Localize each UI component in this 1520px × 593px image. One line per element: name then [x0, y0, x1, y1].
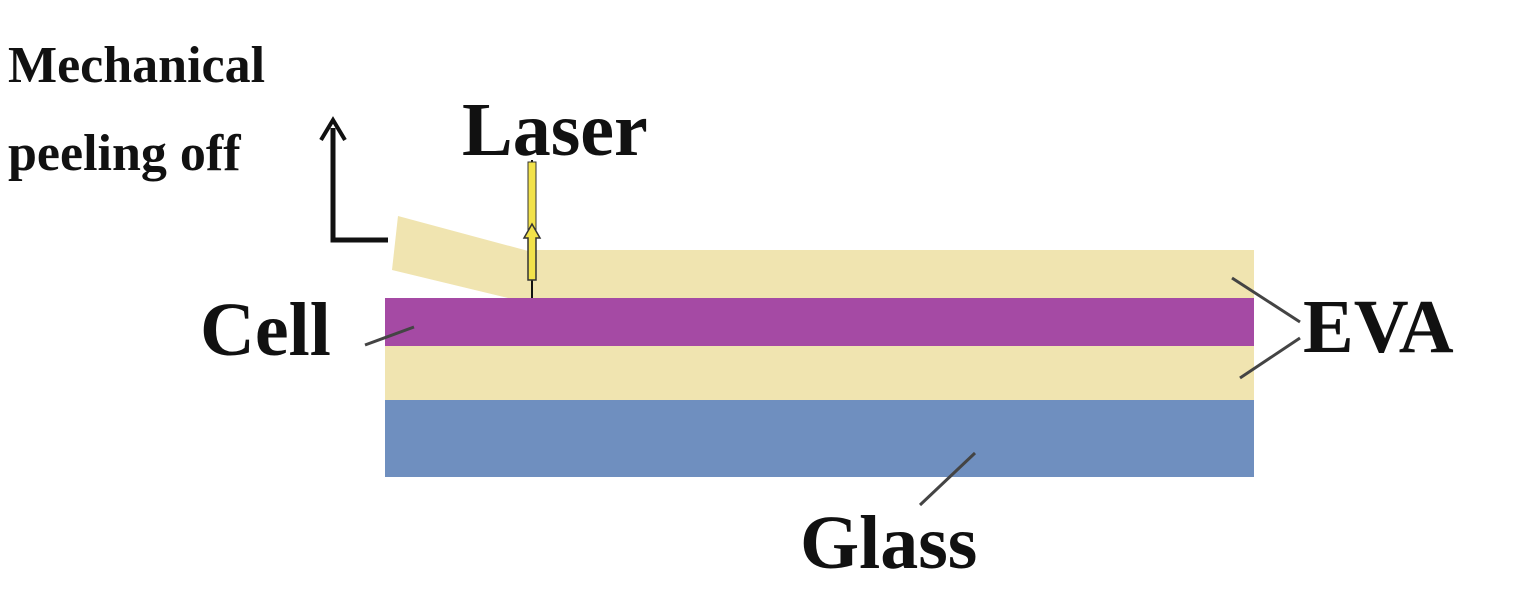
eva-leader-line-bottom [1239, 336, 1301, 380]
eva-leader-line-top [1231, 276, 1301, 324]
eva-label: EVA [1303, 285, 1454, 369]
glass-leader-line [918, 451, 977, 507]
eva-bottom-layer [385, 346, 1254, 402]
glass-label: Glass [800, 501, 977, 585]
glass-layer [385, 400, 1254, 477]
laser-beam [522, 160, 542, 298]
cell-layer [385, 298, 1254, 348]
cell-leader-line [364, 325, 415, 347]
mechanical-label-line2: peeling off [8, 125, 241, 182]
peeling-arrow-head [319, 116, 347, 142]
peeling-arrow-line [330, 128, 388, 243]
cell-label: Cell [200, 288, 331, 372]
laser-label: Laser [462, 88, 648, 172]
mechanical-label-line1: Mechanical [8, 37, 265, 94]
eva-top-layer [528, 250, 1254, 300]
peeled-eva-flap [392, 216, 532, 298]
